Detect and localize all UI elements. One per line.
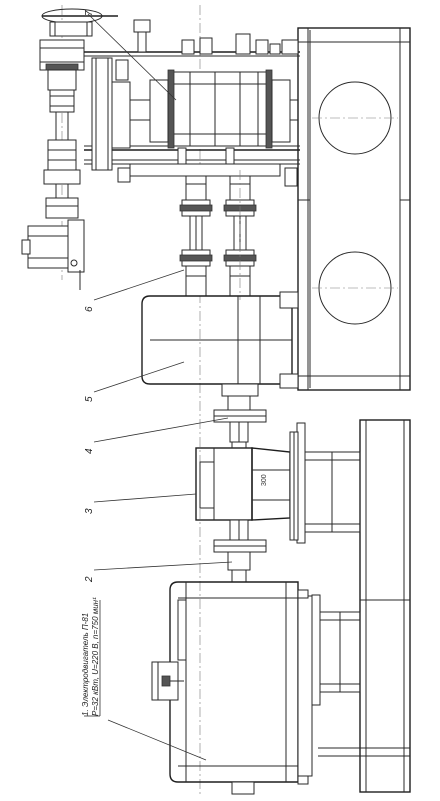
base-frame [318,419,411,793]
note-motor-specs: P=32 кВт, U=220 В, n=750 мин¹ [91,597,100,716]
label-7: 7 [84,10,95,16]
coupling-4 [213,395,267,443]
gearbox-marking: 300 [261,474,268,486]
universal-joint-shafts [179,170,257,300]
label-3: 3 [84,508,95,514]
label-4: 4 [84,448,95,454]
label-2: 2 [84,576,95,583]
motor-support [311,594,361,706]
coupling-2 [213,519,267,582]
top-mechanism [21,8,300,290]
roll-drum [169,71,271,147]
label-5: 5 [84,396,95,402]
leader-lines [84,13,233,761]
roll-stand-frame [297,27,411,391]
gearbox-support [296,422,361,544]
note-motor-type: 1. Электродвигатель П-81 [81,613,90,716]
gear-stand [141,291,299,397]
electric-motor-1 [151,581,313,795]
label-6: 6 [84,306,95,312]
gearbox-3: 300 [195,431,299,541]
